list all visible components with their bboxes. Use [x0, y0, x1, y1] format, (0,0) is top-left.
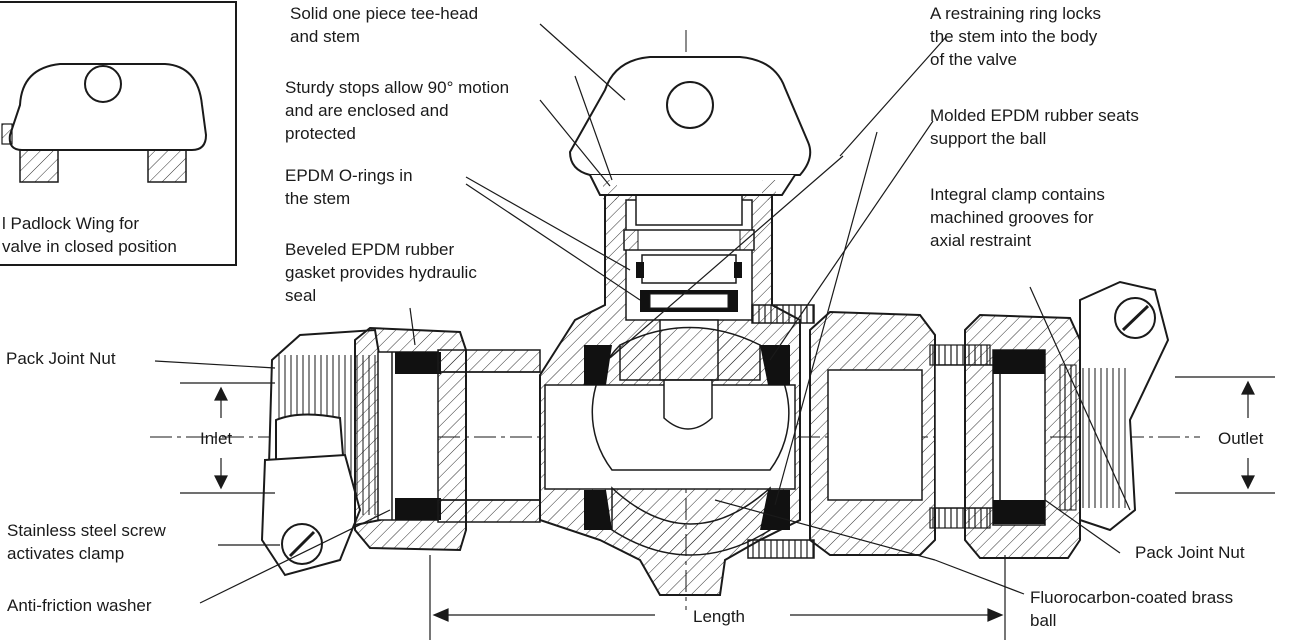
label-line: Beveled EPDM rubber: [285, 240, 455, 259]
outlet-dimension: [1175, 376, 1275, 494]
inset-caption-line: valve in closed position: [2, 237, 177, 256]
label-line: Outlet: [1218, 429, 1264, 448]
label-integral-clamp: Integral clamp contains machined grooves…: [930, 183, 1105, 252]
label-pack-joint-nut-right: Pack Joint Nut: [1135, 541, 1245, 564]
label-washer: Anti-friction washer: [7, 594, 152, 617]
label-line: machined grooves for: [930, 208, 1094, 227]
label-pack-joint-nut-left: Pack Joint Nut: [6, 347, 116, 370]
label-line: Length: [693, 607, 745, 626]
label-line: Pack Joint Nut: [1135, 543, 1245, 562]
label-outlet: Outlet: [1218, 427, 1263, 450]
label-restraining-ring: A restraining ring locks the stem into t…: [930, 2, 1101, 71]
padlock-wing-inset: [0, 1, 237, 266]
rubber-seats: [584, 345, 790, 530]
left-coupling-body: [354, 326, 467, 552]
label-line: support the ball: [930, 129, 1047, 148]
label-line: EPDM O-rings in: [285, 166, 413, 185]
label-line: Stainless steel screw: [7, 521, 166, 540]
leader-lines: [154, 23, 1131, 604]
label-brass-ball: Fluorocarbon-coated brass ball: [1030, 586, 1233, 632]
inset-caption-line: l Padlock Wing for: [2, 214, 139, 233]
length-dimension: [429, 555, 1006, 640]
label-gasket: Beveled EPDM rubber gasket provides hydr…: [285, 238, 477, 307]
label-line: seal: [285, 286, 317, 305]
label-line: and stem: [290, 27, 360, 46]
inset-caption: l Padlock Wing for valve in closed posit…: [2, 212, 177, 258]
label-length: Length: [693, 605, 745, 628]
label-rubber-seats: Molded EPDM rubber seats support the bal…: [930, 104, 1139, 150]
label-line: A restraining ring locks: [930, 4, 1102, 23]
label-line: and are enclosed and: [285, 101, 449, 120]
right-pack-joint: [964, 313, 1081, 559]
label-line: ball: [1030, 611, 1057, 630]
right-clamp: [1079, 280, 1170, 532]
label-line: Sturdy stops allow 90° motion: [285, 78, 510, 97]
label-line: activates clamp: [7, 544, 125, 563]
label-stops: Sturdy stops allow 90° motion and are en…: [285, 76, 509, 145]
label-line: the stem: [285, 189, 351, 208]
inlet-dimension: [180, 382, 275, 494]
label-orings: EPDM O-rings in the stem: [285, 164, 413, 210]
label-line: Anti-friction washer: [7, 596, 152, 615]
label-tee-head: Solid one piece tee-head and stem: [290, 2, 478, 48]
label-line: Pack Joint Nut: [6, 349, 116, 368]
label-line: protected: [285, 124, 356, 143]
label-line: axial restraint: [930, 231, 1032, 250]
label-line: the stem into the body: [930, 27, 1098, 46]
label-line: Fluorocarbon-coated brass: [1030, 588, 1234, 607]
label-line: Inlet: [200, 429, 233, 448]
label-line: Solid one piece tee-head: [290, 4, 479, 23]
left-clamp: [260, 453, 362, 577]
label-inlet: Inlet: [200, 427, 232, 450]
tee-head: [568, 56, 812, 200]
label-line: Molded EPDM rubber seats: [930, 106, 1139, 125]
label-line: Integral clamp contains: [930, 185, 1105, 204]
label-line: of the valve: [930, 50, 1017, 69]
label-screw: Stainless steel screw activates clamp: [7, 519, 166, 565]
label-line: gasket provides hydraulic: [285, 263, 477, 282]
